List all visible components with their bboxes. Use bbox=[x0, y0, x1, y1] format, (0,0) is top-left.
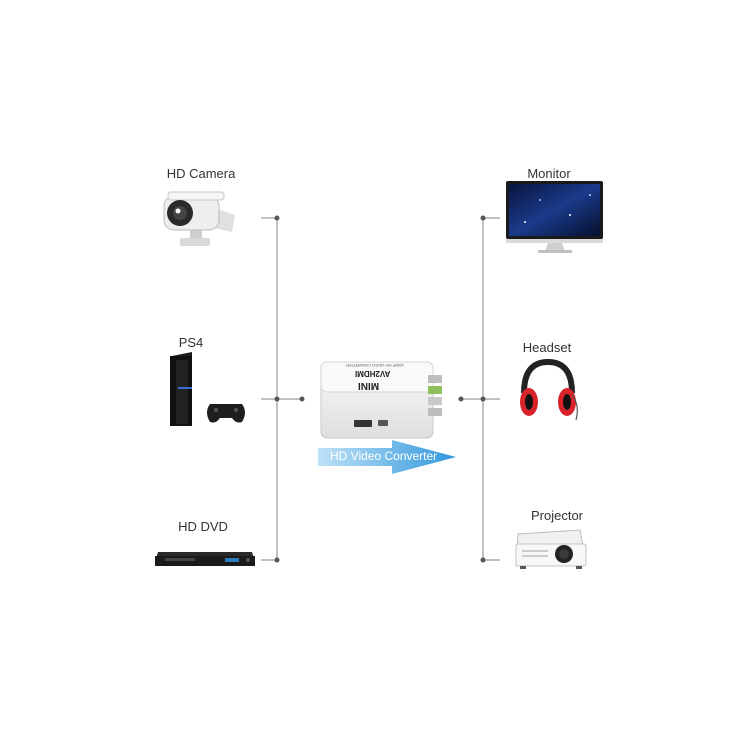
arrow-label: HD Video Converter bbox=[330, 449, 438, 463]
game-console-icon bbox=[170, 352, 245, 426]
headset-icon bbox=[520, 358, 578, 421]
dvd-player-icon bbox=[155, 552, 255, 566]
direction-arrow bbox=[318, 440, 456, 474]
output-wiring bbox=[459, 217, 500, 561]
converter-sub-text: 1080P HD VIDEO CONVERTER bbox=[346, 363, 405, 368]
converter-brand-text: MINI bbox=[358, 380, 380, 391]
security-camera-icon bbox=[163, 191, 235, 246]
monitor-icon bbox=[506, 181, 603, 253]
converter-box bbox=[320, 361, 442, 439]
output-junction-dots bbox=[458, 215, 486, 563]
output-label-projector: Projector bbox=[530, 508, 584, 523]
input-junction-dots bbox=[274, 215, 305, 563]
output-label-monitor: Monitor bbox=[527, 166, 571, 181]
projector-icon bbox=[515, 529, 587, 569]
input-label-hd-dvd: HD DVD bbox=[178, 519, 228, 534]
output-label-headset: Headset bbox=[522, 340, 572, 355]
input-label-hd-camera: HD Camera bbox=[166, 166, 236, 181]
input-wiring bbox=[261, 217, 304, 561]
converter-model-text: AV2HDMI bbox=[355, 369, 391, 378]
input-label-ps4: PS4 bbox=[178, 335, 204, 350]
